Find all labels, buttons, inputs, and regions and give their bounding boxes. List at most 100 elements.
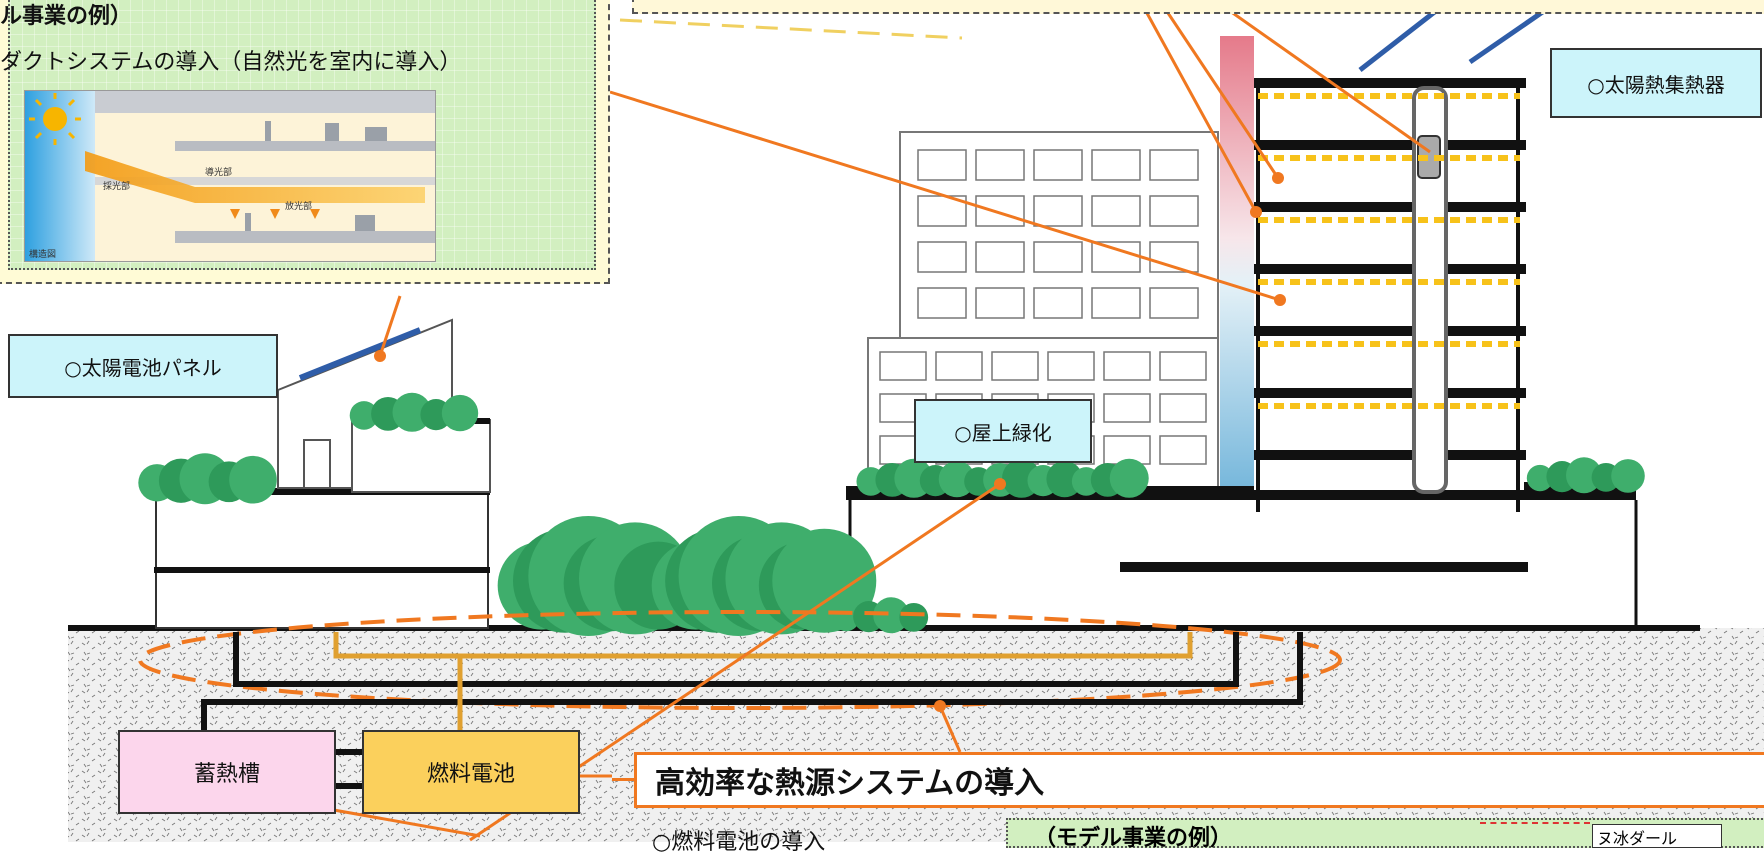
rooftop-greening-callout: ○屋上緑化 bbox=[914, 399, 1092, 463]
tower-column bbox=[1516, 150, 1520, 202]
thermal-storage-tank: 蓄熱槽 bbox=[118, 730, 336, 814]
ground-tree bbox=[651, 516, 877, 636]
background-window bbox=[917, 149, 967, 181]
leader-dot bbox=[374, 350, 386, 362]
background-window bbox=[1091, 149, 1141, 181]
leader-dot bbox=[934, 700, 946, 712]
solar-panel-leader bbox=[378, 295, 402, 357]
leader-dot bbox=[1250, 206, 1262, 218]
sunlight-ray bbox=[619, 18, 963, 40]
background-window bbox=[991, 351, 1039, 381]
background-window bbox=[1149, 241, 1199, 273]
solar-duct-leader bbox=[609, 90, 1281, 302]
left-building-annex bbox=[351, 419, 491, 493]
background-window bbox=[1149, 149, 1199, 181]
bottom-tag: ヌ冰ダール bbox=[1592, 824, 1722, 848]
background-window bbox=[879, 351, 927, 381]
podium-roof-greenery bbox=[856, 458, 1149, 498]
main-tower-body bbox=[1254, 60, 1526, 490]
structure-diagram-label: 構造図 bbox=[29, 248, 56, 260]
daylight-duct-example-panel: ル事業の例） ダクトシステムの導入（自然光を室内に導入） bbox=[0, 0, 610, 284]
tower-column bbox=[1516, 336, 1520, 388]
main-tower-floor-slab bbox=[1254, 140, 1526, 150]
district-heat-network bbox=[138, 610, 1342, 710]
right-roof-greenery bbox=[1526, 457, 1645, 494]
solar-chimney-leader bbox=[1140, 3, 1258, 213]
solar-collector-callout: ○太陽熱集熱器 bbox=[1550, 48, 1762, 118]
daylight-duct-illustration: 導光部 採光部 放光部 構造図 bbox=[24, 90, 436, 262]
daylight-intake-label: 採光部 bbox=[103, 180, 130, 192]
left-building-roof-slab bbox=[154, 488, 490, 495]
background-window bbox=[935, 351, 983, 381]
background-window bbox=[1149, 287, 1199, 319]
background-window bbox=[1103, 351, 1151, 381]
example-panel-title: ル事業の例） bbox=[0, 4, 133, 29]
heat-source-system-banner: 高効率な熱源システムの導入 bbox=[634, 752, 1764, 808]
fuel-cell-intro-text: ○燃料電池の導入 bbox=[652, 830, 826, 855]
tower-column bbox=[1516, 212, 1520, 264]
background-window bbox=[975, 149, 1025, 181]
tower-column bbox=[1256, 398, 1260, 450]
background-window bbox=[1047, 351, 1095, 381]
left-solar-panel bbox=[298, 327, 422, 381]
tower-column bbox=[1516, 398, 1520, 450]
solar-panel-callout: ○太陽電池パネル bbox=[8, 334, 278, 398]
background-window bbox=[917, 241, 967, 273]
left-roof-greenery bbox=[138, 453, 277, 505]
leader-dot bbox=[1274, 294, 1286, 306]
tower-column bbox=[1256, 150, 1260, 202]
leader-dot bbox=[994, 478, 1006, 490]
tower-column bbox=[1256, 88, 1260, 140]
tower-column bbox=[1516, 88, 1520, 140]
background-window bbox=[975, 287, 1025, 319]
main-tower-floor-slab bbox=[1254, 326, 1526, 336]
background-window bbox=[1033, 241, 1083, 273]
tower-column bbox=[1256, 336, 1260, 388]
background-window bbox=[1159, 351, 1207, 381]
tower-column bbox=[1516, 274, 1520, 326]
podium-mezzanine-slab bbox=[1120, 562, 1528, 572]
leader-dot bbox=[1272, 172, 1284, 184]
top-example-panel-edge bbox=[632, 0, 1764, 14]
banner-connector bbox=[612, 778, 636, 781]
left-building-body bbox=[155, 491, 489, 629]
main-tower-floor-slab bbox=[1254, 388, 1526, 398]
background-window bbox=[1159, 393, 1207, 423]
main-tower-floor-slab bbox=[1254, 450, 1526, 460]
tower-column bbox=[1256, 460, 1260, 512]
fuel-cell-unit: 燃料電池 bbox=[362, 730, 580, 814]
fuel-cell-pipe bbox=[333, 632, 1193, 659]
background-window bbox=[975, 241, 1025, 273]
light-guide-label: 導光部 bbox=[205, 166, 232, 178]
left-building-door bbox=[303, 439, 331, 489]
tower-column bbox=[1256, 212, 1260, 264]
background-window bbox=[975, 195, 1025, 227]
daylight-duct-description: ダクトシステムの導入（自然光を室内に導入） bbox=[0, 50, 462, 75]
bottom-red-dashed-line bbox=[1480, 822, 1590, 826]
heat-pipe-loop bbox=[233, 632, 1239, 687]
main-tower-floor-slab bbox=[1254, 78, 1526, 88]
annex-roof-greenery bbox=[349, 392, 479, 432]
background-window bbox=[1103, 393, 1151, 423]
left-building-floor-slab bbox=[154, 567, 490, 573]
light-duct-shaft bbox=[1412, 86, 1448, 494]
background-window bbox=[1149, 195, 1199, 227]
network-to-banner-leader bbox=[938, 705, 962, 753]
tower-column bbox=[1516, 460, 1520, 512]
solar-chimney bbox=[1220, 36, 1254, 486]
background-window bbox=[1159, 435, 1207, 465]
background-window bbox=[1033, 195, 1083, 227]
background-window bbox=[917, 287, 967, 319]
tower-column bbox=[1256, 274, 1260, 326]
background-window bbox=[1091, 287, 1141, 319]
ground-tree bbox=[497, 516, 703, 636]
background-window bbox=[1033, 287, 1083, 319]
main-tower-floor-slab bbox=[1254, 264, 1526, 274]
light-emission-label: 放光部 bbox=[285, 200, 312, 212]
example-panel-background: ル事業の例） ダクトシステムの導入（自然光を室内に導入） bbox=[0, 0, 596, 270]
background-window bbox=[1091, 241, 1141, 273]
background-window bbox=[1033, 149, 1083, 181]
duct-collector-leader bbox=[1219, 2, 1431, 154]
solar-chimney-leader bbox=[1160, 3, 1280, 179]
background-window bbox=[1091, 195, 1141, 227]
